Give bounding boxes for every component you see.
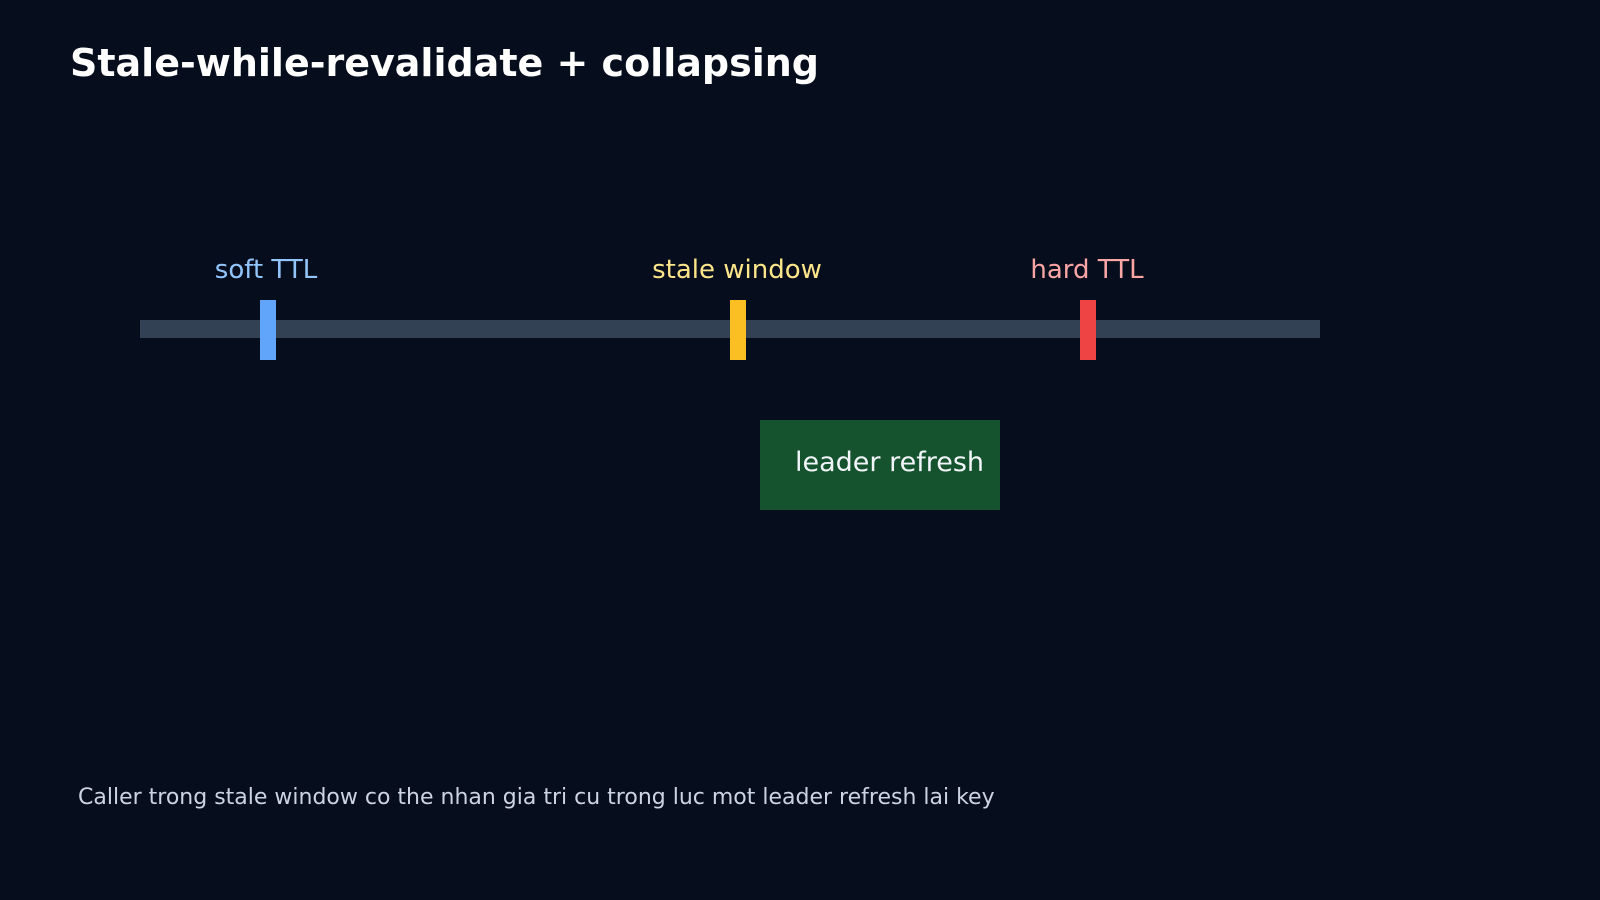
soft-ttl-label: soft TTL bbox=[214, 255, 318, 285]
leader-refresh-label: leader refresh bbox=[795, 447, 985, 478]
stale-window-label: stale window bbox=[652, 255, 822, 285]
hard-ttl-label: hard TTL bbox=[1030, 255, 1144, 285]
soft-ttl-marker bbox=[260, 300, 276, 360]
hard-ttl-marker bbox=[1080, 300, 1096, 360]
diagram-title: Stale-while-revalidate + collapsing bbox=[70, 41, 819, 85]
stale-window-marker bbox=[730, 300, 746, 360]
leader-refresh-box: leader refresh bbox=[760, 420, 1000, 510]
diagram-caption: Caller trong stale window co the nhan gi… bbox=[78, 785, 995, 810]
